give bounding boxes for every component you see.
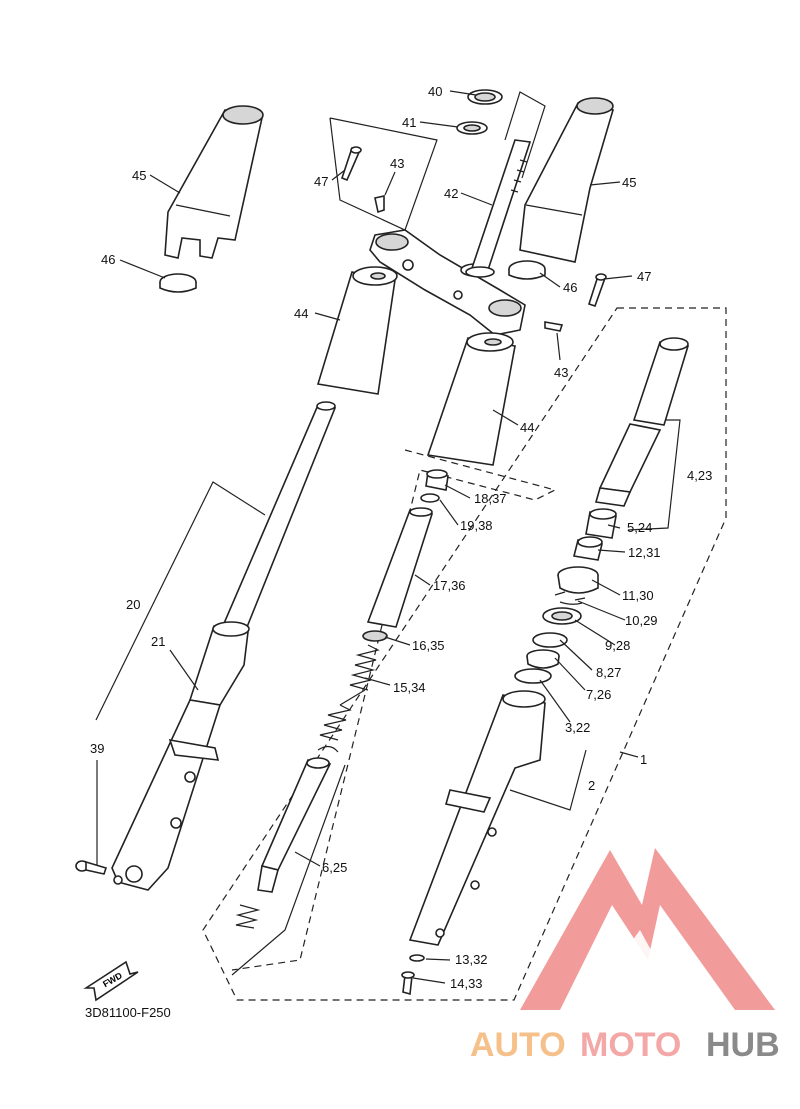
- bolt-47-left: [341, 146, 362, 182]
- callout-5-24: 5,24: [627, 520, 652, 535]
- outer-tube: [408, 690, 546, 946]
- callout-16-35: 16,35: [412, 638, 445, 653]
- guide-bushing: [573, 536, 603, 561]
- callout-20: 20: [126, 597, 140, 612]
- drain-washer: [409, 954, 425, 962]
- stem-bracket-line: [504, 91, 546, 179]
- callout-46-right: 46: [563, 280, 577, 295]
- callout-44-right: 44: [520, 420, 534, 435]
- fork-boot-left: [316, 266, 398, 395]
- bracket-bolt-hole-2: [453, 290, 463, 300]
- retaining-clip: [554, 591, 586, 605]
- cap-bolt: [425, 469, 449, 491]
- circlip: [317, 745, 339, 753]
- bolt-47-right: [587, 273, 607, 308]
- damper-pipe: [366, 507, 434, 628]
- callout-8-27: 8,27: [596, 665, 621, 680]
- callout-40: 40: [428, 84, 442, 99]
- cover-seal-right: [508, 260, 546, 280]
- callout-39: 39: [90, 741, 104, 756]
- callout-2: 2: [588, 778, 595, 793]
- callout-7-26: 7,26: [586, 687, 611, 702]
- fwd-arrow-icon: FWD: [83, 960, 139, 1002]
- callout-17-36: 17,36: [433, 578, 466, 593]
- oil-seal: [542, 607, 582, 625]
- fork-cover-right: [519, 97, 615, 263]
- axle-pinch-bolt: [75, 860, 108, 875]
- callout-12-31: 12,31: [628, 545, 661, 560]
- spring-seat: [362, 630, 388, 642]
- leader-lines: [95, 90, 681, 984]
- bracket-hole-left: [375, 233, 409, 251]
- damper-rod: [235, 757, 332, 929]
- callout-10-29: 10,29: [625, 613, 658, 628]
- diagram-code: 3D81100-F250: [85, 1005, 171, 1020]
- callout-46-left: 46: [101, 252, 115, 267]
- washer-top: [456, 121, 488, 135]
- callout-15-34: 15,34: [393, 680, 426, 695]
- watermark-logo-icon: [520, 848, 775, 1010]
- callout-18-37: 18,37: [474, 491, 507, 506]
- dust-seal: [557, 566, 599, 594]
- bracket-bolt-hole-1: [402, 259, 414, 271]
- damper-rod-bracket: [231, 764, 346, 976]
- callout-47-right: 47: [637, 269, 651, 284]
- callout-44-left: 44: [294, 306, 308, 321]
- callout-45-right: 45: [622, 175, 636, 190]
- o-ring: [420, 493, 440, 503]
- inner-tube: [594, 337, 690, 507]
- callout-13-32: 13,32: [455, 952, 488, 967]
- callout-47-left: 47: [314, 174, 328, 189]
- oil-seal-washer: [532, 632, 568, 648]
- callout-14-33: 14,33: [450, 976, 483, 991]
- callout-1: 1: [640, 752, 647, 767]
- callout-19-38: 19,38: [460, 518, 493, 533]
- callout-42: 42: [444, 186, 458, 201]
- fork-boot-right: [426, 332, 516, 466]
- callout-11-30: 11,30: [622, 588, 654, 603]
- watermark-hub: HUB: [706, 1026, 780, 1064]
- callout-21: 21: [151, 634, 165, 649]
- watermark-moto: MOTO: [580, 1026, 681, 1064]
- left-fork-assembly: [111, 401, 337, 891]
- callout-6-25: 6,25: [322, 860, 347, 875]
- callout-4-23: 4,23: [687, 468, 712, 483]
- callout-43-top: 43: [390, 156, 404, 171]
- callout-43-bottom: 43: [554, 365, 568, 380]
- bolt-43-top: [374, 195, 385, 214]
- watermark-auto: AUTO: [470, 1026, 566, 1064]
- bolt-43-bottom: [544, 321, 564, 332]
- bearing: [467, 89, 503, 105]
- callout-labels: 40 41 42 43 43 44 44 45 45 46 46 47 47 1…: [90, 84, 712, 991]
- lower-bushing: [526, 649, 560, 669]
- drain-bolt: [401, 971, 415, 996]
- bracket-hole-right: [488, 299, 522, 317]
- steering-stem: [465, 139, 532, 278]
- fork-ring: [514, 668, 552, 684]
- assembly-outline-right: [202, 307, 727, 1001]
- callout-9-28: 9,28: [605, 638, 630, 653]
- callout-45-left: 45: [132, 168, 146, 183]
- fork-spring: [319, 644, 380, 741]
- callout-3-22: 3,22: [565, 720, 590, 735]
- fork-cover-left: [164, 105, 264, 259]
- callout-41: 41: [402, 115, 416, 130]
- cover-seal-left: [159, 273, 197, 293]
- upper-bracket: [369, 229, 526, 336]
- slide-bushing: [585, 508, 617, 539]
